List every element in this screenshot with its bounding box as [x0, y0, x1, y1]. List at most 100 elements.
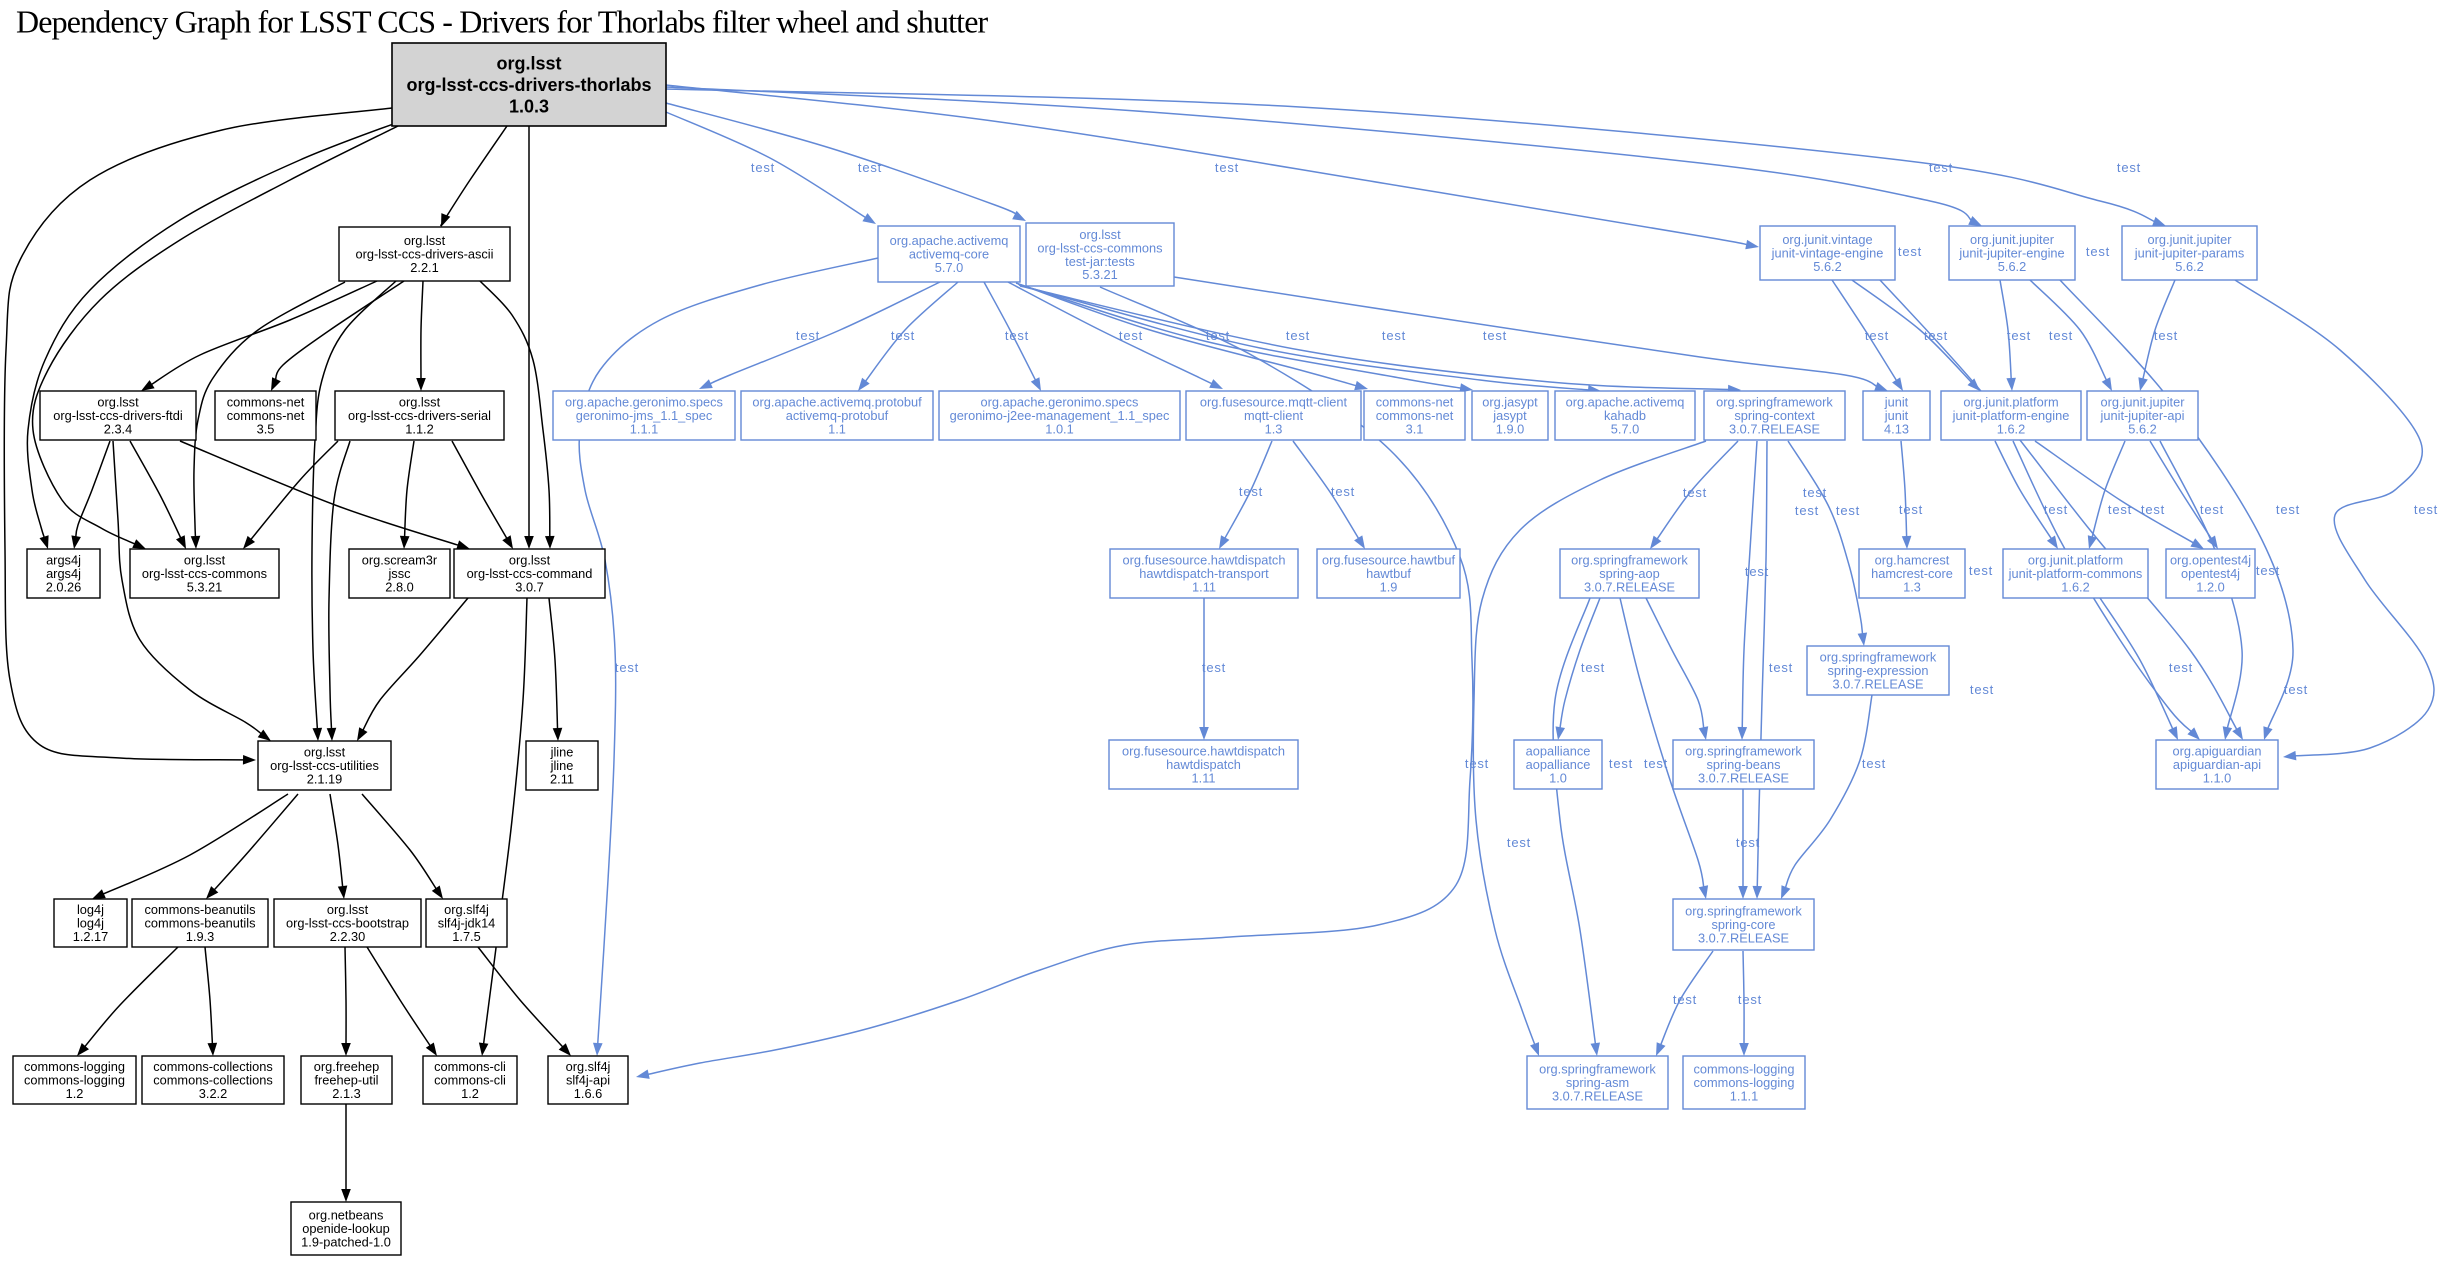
svg-text:1.0.1: 1.0.1 — [1045, 422, 1073, 437]
svg-text:test: test — [1206, 328, 1230, 343]
svg-text:test: test — [1683, 485, 1707, 500]
svg-text:test: test — [2414, 502, 2438, 517]
svg-text:org.lsst: org.lsst — [509, 553, 551, 568]
svg-text:org.junit.platform: org.junit.platform — [2028, 553, 2123, 568]
svg-text:test: test — [858, 160, 882, 175]
svg-text:spring-aop: spring-aop — [1599, 566, 1659, 581]
svg-text:test: test — [2044, 502, 2068, 517]
svg-text:jssc: jssc — [387, 566, 411, 581]
svg-text:commons-beanutils: commons-beanutils — [145, 916, 256, 931]
svg-text:1.2: 1.2 — [66, 1086, 84, 1101]
svg-text:1.3: 1.3 — [1265, 422, 1283, 437]
svg-text:test: test — [1202, 660, 1226, 675]
svg-text:test: test — [1738, 992, 1762, 1007]
svg-text:test-jar:tests: test-jar:tests — [1065, 254, 1135, 269]
svg-text:org.netbeans: org.netbeans — [309, 1208, 384, 1223]
svg-text:org.apiguardian: org.apiguardian — [2173, 744, 2262, 759]
svg-text:1.2.17: 1.2.17 — [73, 929, 109, 944]
svg-text:org.fusesource.mqtt-client: org.fusesource.mqtt-client — [1200, 395, 1348, 410]
svg-text:junit-jupiter-params: junit-jupiter-params — [2134, 246, 2245, 261]
svg-text:test: test — [1581, 660, 1605, 675]
svg-text:test: test — [891, 328, 915, 343]
svg-text:org.springframework: org.springframework — [1685, 904, 1802, 919]
svg-text:org.apache.activemq: org.apache.activemq — [1566, 395, 1685, 410]
svg-text:org.lsst: org.lsst — [399, 395, 441, 410]
svg-text:test: test — [2049, 328, 2073, 343]
svg-text:1.11: 1.11 — [1192, 580, 1216, 595]
svg-text:2.2.1: 2.2.1 — [410, 260, 438, 275]
svg-text:test: test — [2007, 328, 2031, 343]
svg-text:1.6.2: 1.6.2 — [1997, 422, 2025, 437]
svg-text:test: test — [1673, 992, 1697, 1007]
svg-text:1.6.6: 1.6.6 — [574, 1086, 602, 1101]
svg-text:activemq-protobuf: activemq-protobuf — [786, 408, 889, 423]
svg-text:test: test — [1969, 563, 1993, 578]
svg-text:1.9.3: 1.9.3 — [186, 929, 214, 944]
svg-text:org-lsst-ccs-drivers-ftdi: org-lsst-ccs-drivers-ftdi — [53, 408, 182, 423]
svg-text:test: test — [2154, 328, 2178, 343]
svg-text:3.0.7.RELEASE: 3.0.7.RELEASE — [1584, 580, 1675, 595]
svg-text:slf4j-jdk14: slf4j-jdk14 — [438, 916, 496, 931]
svg-text:jline: jline — [550, 758, 574, 773]
svg-text:hamcrest-core: hamcrest-core — [1871, 566, 1953, 581]
svg-text:5.6.2: 5.6.2 — [2128, 422, 2156, 437]
svg-text:aopalliance: aopalliance — [1526, 744, 1591, 759]
svg-text:org.lsst: org.lsst — [1079, 227, 1121, 242]
svg-text:test: test — [1239, 484, 1263, 499]
svg-text:activemq-core: activemq-core — [909, 247, 989, 262]
svg-text:test: test — [1483, 328, 1507, 343]
svg-text:org.lsst: org.lsst — [327, 902, 369, 917]
svg-text:org.springframework: org.springframework — [1571, 553, 1688, 568]
svg-text:5.6.2: 5.6.2 — [1998, 259, 2026, 274]
svg-text:org-lsst-ccs-drivers-ascii: org-lsst-ccs-drivers-ascii — [356, 247, 494, 262]
svg-text:2.3.4: 2.3.4 — [104, 422, 132, 437]
svg-text:3.0.7.RELEASE: 3.0.7.RELEASE — [1698, 931, 1789, 946]
svg-text:3.2.2: 3.2.2 — [199, 1086, 227, 1101]
svg-text:org.lsst: org.lsst — [184, 553, 226, 568]
svg-text:1.7.5: 1.7.5 — [452, 929, 480, 944]
svg-text:test: test — [2256, 563, 2280, 578]
svg-text:jline: jline — [550, 745, 574, 760]
svg-text:geronimo-jms_1.1_spec: geronimo-jms_1.1_spec — [576, 408, 713, 423]
svg-text:test: test — [1644, 756, 1668, 771]
svg-text:1.11: 1.11 — [1192, 771, 1216, 786]
svg-text:openide-lookup: openide-lookup — [302, 1221, 390, 1236]
svg-text:test: test — [1119, 328, 1143, 343]
svg-text:test: test — [615, 660, 639, 675]
svg-text:junit-vintage-engine: junit-vintage-engine — [1771, 246, 1884, 261]
svg-text:test: test — [2141, 502, 2165, 517]
svg-text:test: test — [1736, 835, 1760, 850]
svg-text:test: test — [2284, 682, 2308, 697]
svg-text:test: test — [1898, 244, 1922, 259]
svg-text:geronimo-j2ee-management_1.1_s: geronimo-j2ee-management_1.1_spec — [950, 408, 1170, 423]
svg-text:org-lsst-ccs-utilities: org-lsst-ccs-utilities — [270, 758, 379, 773]
svg-text:org.springframework: org.springframework — [1716, 395, 1833, 410]
svg-text:freehep-util: freehep-util — [314, 1073, 378, 1088]
svg-text:org-lsst-ccs-bootstrap: org-lsst-ccs-bootstrap — [286, 916, 409, 931]
svg-text:org.slf4j: org.slf4j — [566, 1059, 611, 1074]
svg-text:3.1: 3.1 — [1406, 422, 1424, 437]
svg-text:test: test — [1005, 328, 1029, 343]
svg-text:test: test — [1609, 756, 1633, 771]
svg-text:2.8.0: 2.8.0 — [385, 580, 413, 595]
svg-text:spring-core: spring-core — [1711, 917, 1775, 932]
svg-text:org.lsst: org.lsst — [97, 395, 139, 410]
svg-text:test: test — [2108, 502, 2132, 517]
svg-text:5.7.0: 5.7.0 — [1611, 422, 1639, 437]
svg-text:commons-logging: commons-logging — [24, 1059, 125, 1074]
svg-text:test: test — [1331, 484, 1355, 499]
svg-text:test: test — [1215, 160, 1239, 175]
svg-text:commons-net: commons-net — [227, 408, 305, 423]
svg-text:1.9: 1.9 — [1380, 580, 1398, 595]
svg-text:test: test — [1836, 503, 1860, 518]
svg-text:org.junit.jupiter: org.junit.jupiter — [2148, 232, 2233, 247]
svg-text:4.13: 4.13 — [1884, 422, 1909, 437]
svg-text:args4j: args4j — [46, 566, 81, 581]
svg-text:org.jasypt: org.jasypt — [1482, 395, 1538, 410]
svg-text:1.1.1: 1.1.1 — [630, 422, 658, 437]
svg-text:test: test — [2200, 502, 2224, 517]
svg-text:5.3.21: 5.3.21 — [1082, 267, 1118, 282]
svg-text:org.lsst: org.lsst — [496, 53, 561, 73]
svg-text:test: test — [1899, 502, 1923, 517]
svg-text:5.6.2: 5.6.2 — [1813, 259, 1841, 274]
